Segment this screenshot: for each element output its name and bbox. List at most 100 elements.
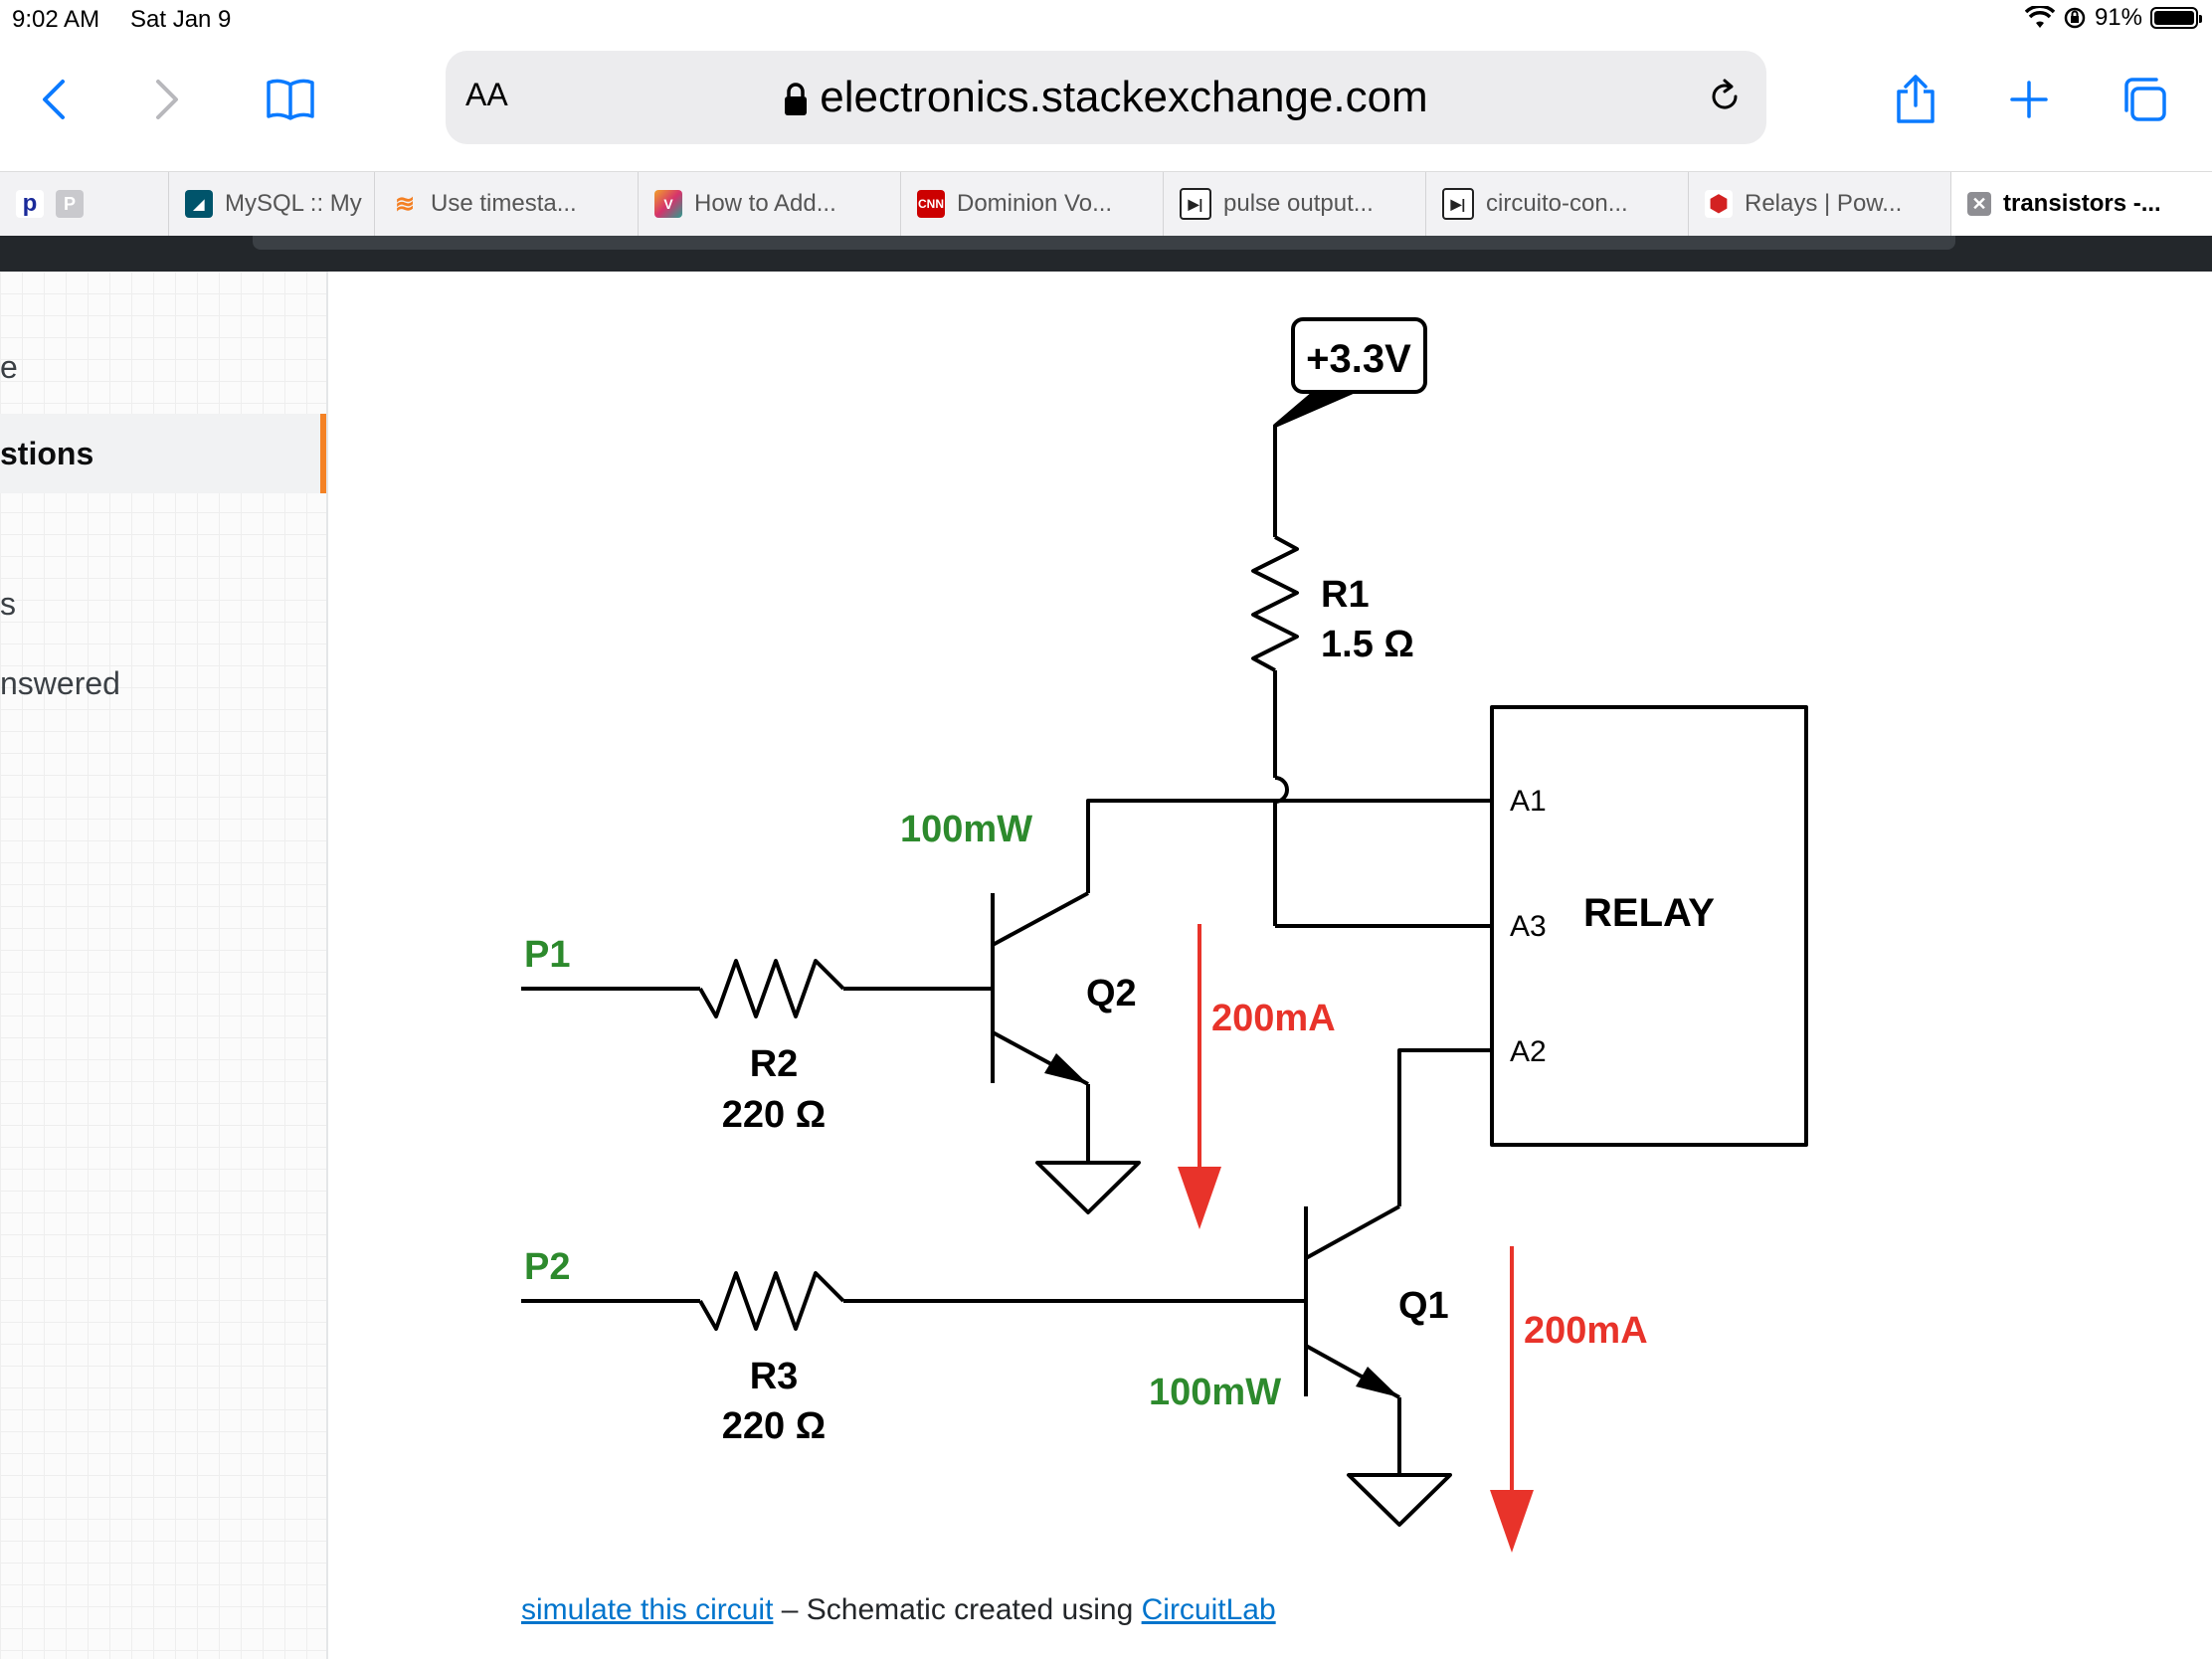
simulate-circuit-link[interactable]: simulate this circuit [521, 1593, 774, 1626]
supply-label: +3.3V [1306, 337, 1411, 381]
status-right: 91% [2024, 4, 2202, 32]
relay-label: RELAY [1583, 891, 1715, 935]
address-bar[interactable]: AA electronics.stackexchange.com [446, 51, 1766, 144]
tab-label: Use timesta... [431, 190, 577, 217]
ete-favicon-icon: ▶| [1180, 188, 1211, 220]
tab-label: circuito-con... [1486, 190, 1628, 217]
relays-favicon-icon: ⬢ [1705, 190, 1733, 218]
new-tab-button[interactable] [1999, 70, 2059, 129]
reload-icon [1712, 79, 1738, 109]
supply-box [1291, 317, 1427, 394]
share-button[interactable] [1886, 70, 1945, 129]
tab-overview-button[interactable] [2115, 70, 2174, 129]
tab-circuito[interactable]: ▶| circuito-con... [1426, 172, 1689, 236]
sidebar-item-unanswered[interactable]: nswered [0, 665, 326, 702]
tab-pinned[interactable]: p P [0, 172, 169, 236]
tab-cnn[interactable]: CNN Dominion Vo... [901, 172, 1164, 236]
r1-value: 1.5 Ω [1321, 624, 1414, 665]
tab-strip: p P ◢ MySQL :: My ≋ Use timesta... V How… [0, 171, 2212, 237]
circuitlab-link[interactable]: CircuitLab [1141, 1593, 1276, 1626]
power-q1-label: 100mW [1149, 1372, 1281, 1413]
tab-label: Dominion Vo... [957, 190, 1113, 217]
plus-icon [2010, 81, 2048, 118]
sidebar-item-label: e [0, 349, 18, 385]
q1-emitter-arrow [1356, 1367, 1399, 1397]
book-icon [267, 79, 314, 120]
current-arrow-q2-head [1178, 1167, 1221, 1229]
chevron-right-icon [156, 80, 178, 119]
current-arrow-q1-head [1490, 1490, 1534, 1553]
v-favicon-icon: V [654, 190, 682, 218]
sidebar-item-label: s [0, 586, 16, 622]
tab-label: Relays | Pow... [1745, 190, 1903, 217]
close-tab-icon[interactable]: ✕ [1967, 192, 1991, 216]
battery-icon [2150, 7, 2202, 29]
sidebar-item-label: stions [0, 436, 94, 471]
share-icon [1897, 75, 1935, 123]
r2-value: 220 Ω [722, 1094, 826, 1136]
ete-favicon-icon: ▶| [1442, 188, 1474, 220]
p2-label: P2 [524, 1246, 570, 1288]
q1-name: Q1 [1398, 1285, 1449, 1327]
circuit-schematic: +3.3V R1 1.5 Ω 100mW P1 Q2 200mA R2 220 … [521, 317, 1808, 1553]
sidebar-item-tags[interactable]: s [0, 586, 326, 623]
power-q2-label: 100mW [900, 809, 1032, 850]
bookmarks-button[interactable] [261, 70, 320, 129]
sidebar-item-questions[interactable]: stions [0, 414, 326, 493]
cnn-favicon-icon: CNN [917, 190, 945, 218]
left-sidebar: e stions s nswered [0, 272, 328, 1659]
r2-resistor [698, 959, 845, 1018]
tab-label: transistors -... [2003, 190, 2161, 217]
tab-label: How to Add... [694, 190, 836, 217]
ground-q1 [1347, 1473, 1452, 1527]
battery-percent: 91% [2094, 4, 2142, 31]
status-date: Sat Jan 9 [130, 6, 232, 33]
q2-name: Q2 [1086, 973, 1137, 1014]
tab-mysql[interactable]: ◢ MySQL :: My [169, 172, 375, 236]
pinned-favicon-icon: p [16, 190, 44, 218]
pin-a2-label: A2 [1510, 1035, 1547, 1068]
status-bar: 9:02 AM Sat Jan 9 91% [0, 0, 2212, 40]
tabs-icon [2124, 78, 2166, 121]
sidebar-item-home[interactable]: e [0, 349, 326, 386]
pin-a1-label: A1 [1510, 785, 1547, 818]
tab-pulse-output[interactable]: ▶| pulse output... [1164, 172, 1426, 236]
tab-transistors[interactable]: ✕ transistors -... [1951, 172, 2212, 236]
schematic-caption: simulate this circuit – Schematic create… [521, 1593, 1276, 1627]
tab-label: MySQL :: My [225, 190, 362, 217]
site-topbar [0, 236, 2212, 272]
relay-box [1490, 705, 1808, 1147]
r3-name: R3 [750, 1356, 799, 1397]
caption-text: – Schematic created using [773, 1593, 1142, 1626]
status-time: 9:02 AM [12, 6, 100, 33]
browser-toolbar: AA electronics.stackexchange.com [0, 40, 2212, 159]
r2-name: R2 [750, 1043, 799, 1085]
r3-resistor [698, 1271, 845, 1331]
ground-q2 [1035, 1161, 1141, 1214]
tab-how-to-add[interactable]: V How to Add... [639, 172, 901, 236]
lock-icon [785, 83, 808, 116]
current-q2-label: 200mA [1211, 998, 1336, 1039]
forward-button[interactable] [137, 70, 197, 129]
tab-label: pulse output... [1223, 190, 1374, 217]
reload-button[interactable] [1705, 77, 1745, 121]
r3-value: 220 Ω [722, 1405, 826, 1447]
sidebar-item-label: nswered [0, 665, 120, 701]
r1-name: R1 [1321, 574, 1370, 616]
url-host: electronics.stackexchange.com [820, 73, 1428, 121]
current-q1-label: 200mA [1524, 1310, 1648, 1352]
pinned-p-favicon-icon: P [56, 190, 84, 218]
mysql-favicon-icon: ◢ [185, 190, 213, 218]
supply-flag [1273, 390, 1355, 428]
r1-resistor [1251, 535, 1299, 672]
tab-stackoverflow[interactable]: ≋ Use timesta... [375, 172, 639, 236]
stackoverflow-favicon-icon: ≋ [394, 190, 416, 218]
q2-emitter-arrow [1044, 1053, 1088, 1084]
text-size-button[interactable]: AA [465, 77, 508, 112]
chevron-left-icon [43, 80, 65, 119]
site-topbar-highlight [253, 236, 1955, 250]
back-button[interactable] [24, 70, 84, 129]
url-host-container: electronics.stackexchange.com [446, 73, 1766, 122]
tab-relays[interactable]: ⬢ Relays | Pow... [1689, 172, 1951, 236]
wifi-icon [2024, 6, 2055, 28]
